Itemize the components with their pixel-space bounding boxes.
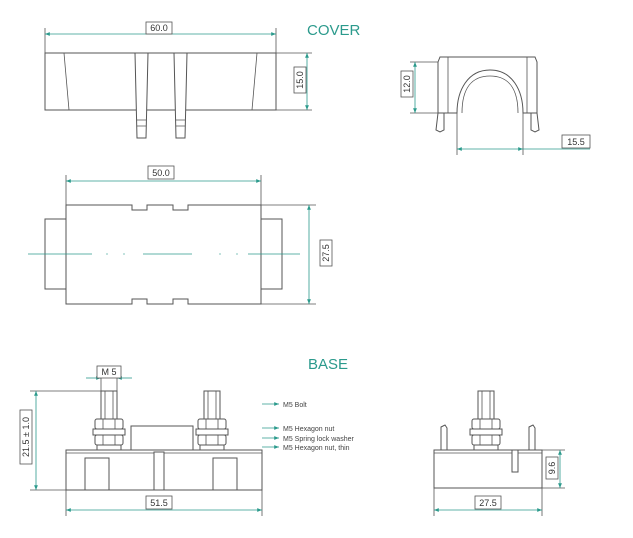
total-height-label: 21.5 ± 1.0: [21, 417, 31, 457]
cover-front-view: 60.0 15.0: [44, 21, 312, 139]
base-side-view: 9.6 27.5: [433, 390, 565, 516]
parts-legend: M5 Bolt M5 Hexagon nut M5 Spring lock wa…: [262, 402, 354, 452]
legend-item-lock-washer: M5 Spring lock washer: [283, 436, 354, 443]
base-top-view: 50.0 27.5: [28, 165, 333, 305]
bolt-size-label: M 5: [101, 367, 116, 377]
base-side-width-label: 27.5: [479, 498, 497, 508]
base-top-width-label: 27.5: [321, 244, 331, 262]
base-top-length-label: 50.0: [152, 168, 170, 178]
cover-width-label: 60.0: [150, 23, 168, 33]
legend-item-bolt: M5 Bolt: [283, 402, 307, 409]
base-front-view: M 5 21.5 ± 1.0 51.5: [19, 365, 263, 516]
cover-side-span-label: 15.5: [567, 137, 585, 147]
cover-side-view: 12.0 15.5: [400, 56, 591, 155]
cover-side-height-label: 12.0: [402, 75, 412, 93]
legend-item-hex-nut: M5 Hexagon nut: [283, 426, 334, 433]
cover-height-label: 15.0: [295, 71, 305, 89]
base-side-height-label: 9.6: [547, 462, 557, 475]
cover-heading: COVER: [307, 22, 361, 39]
legend-item-thin-nut: M5 Hexagon nut, thin: [283, 445, 350, 452]
base-front-length-label: 51.5: [150, 498, 168, 508]
base-heading: BASE: [308, 356, 348, 373]
